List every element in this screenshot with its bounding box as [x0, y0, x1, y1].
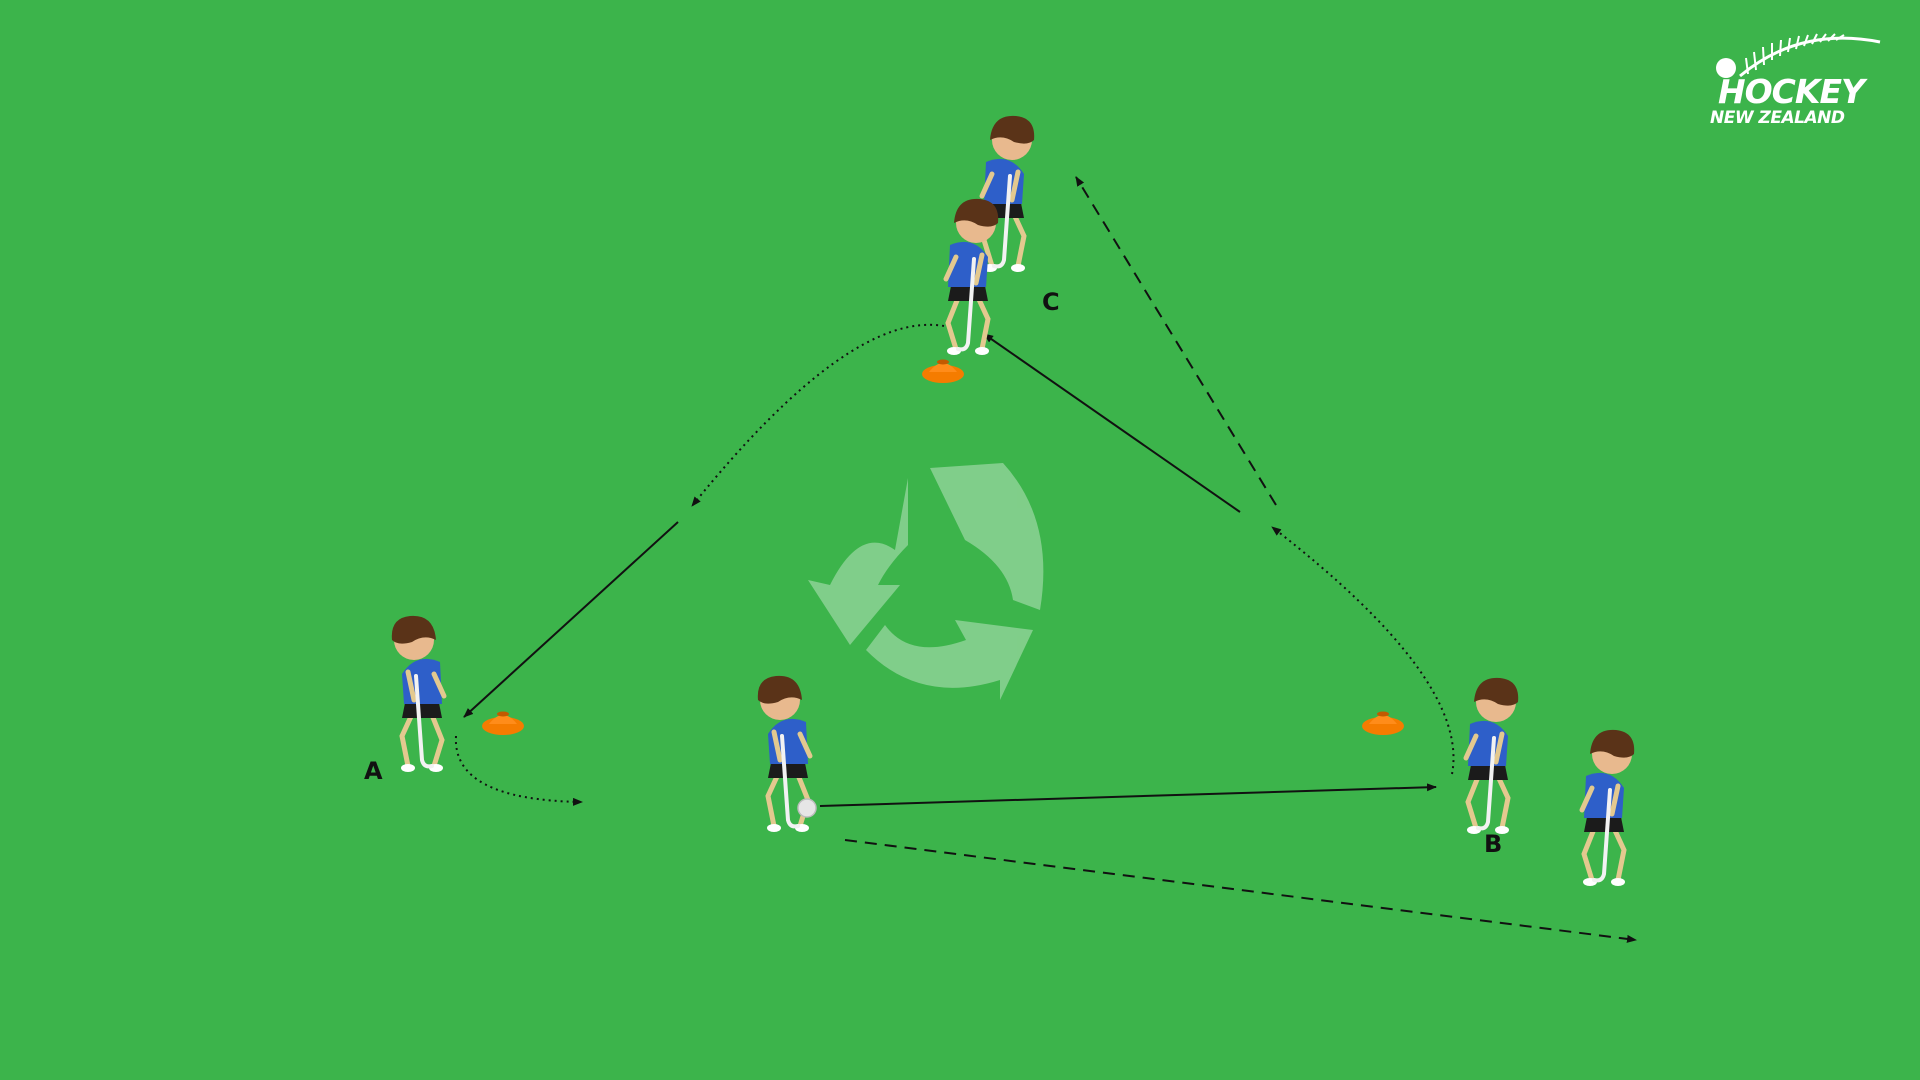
logo-text-new-zealand: NEW ZEALAND — [1710, 108, 1845, 128]
station-label-a: A — [364, 757, 383, 785]
player-b-front — [1466, 678, 1518, 834]
logo-text-hockey: HOCKEY — [1718, 72, 1865, 111]
pass-line-to-a — [463, 521, 679, 718]
fern-icon — [1716, 33, 1881, 78]
station-label-b: B — [1484, 830, 1503, 858]
hockey-nz-logo: HOCKEY NEW ZEALAND — [1700, 30, 1890, 130]
movement-curve-a — [454, 735, 583, 806]
movement-curve-c — [691, 323, 945, 507]
run-line-to-b-queue — [844, 839, 1637, 943]
cone-b — [1362, 711, 1404, 735]
player-c-back — [982, 116, 1034, 272]
run-line-b-to-c-queue — [1075, 176, 1277, 506]
pass-line-centre-to-b — [819, 783, 1437, 807]
movement-curve-b — [1271, 526, 1455, 775]
cone-c — [922, 359, 964, 383]
player-c-front — [946, 199, 998, 355]
cone-a — [482, 711, 524, 735]
hockey-ball — [797, 798, 817, 818]
pass-line-b-to-c — [983, 333, 1241, 513]
station-label-c: C — [1042, 288, 1060, 316]
player-a — [392, 616, 444, 772]
recycle-arrows-icon — [808, 463, 1044, 700]
player-b-back — [1582, 730, 1634, 886]
